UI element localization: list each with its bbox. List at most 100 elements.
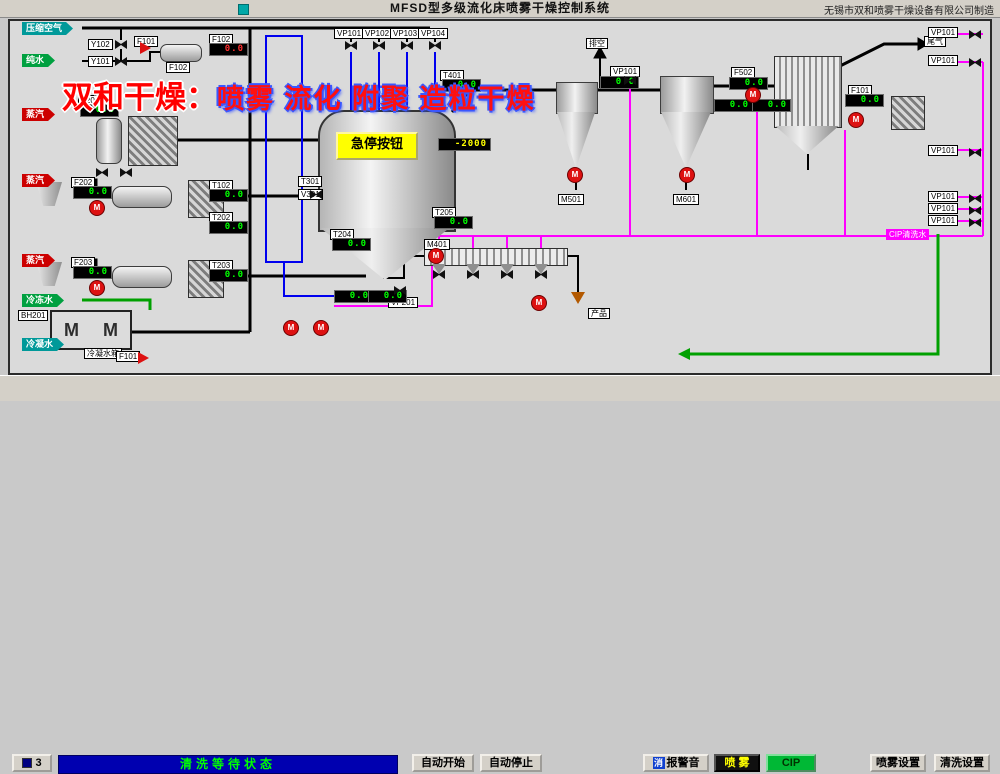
valve-icon[interactable]	[969, 148, 981, 157]
numeric-display: 0.0	[368, 290, 407, 303]
auto-start-button[interactable]: 自动开始	[412, 754, 474, 772]
stream-label: 纯水	[22, 54, 55, 67]
motor-icon[interactable]: M	[567, 167, 583, 183]
bed-hopper-4	[534, 264, 548, 274]
valve-icon[interactable]	[969, 218, 981, 227]
valve-icon[interactable]	[535, 270, 547, 279]
motor-icon[interactable]: M	[679, 167, 695, 183]
numeric-display: 0.0	[209, 43, 248, 56]
motor-icon[interactable]: M	[848, 112, 864, 128]
stream-label: 冷冻水	[22, 294, 64, 307]
numeric-display: 0.0	[80, 104, 119, 117]
title-bar: MFSD型多级流化床喷雾干燥控制系统 无锡市双和喷雾干燥设备有限公司制造	[0, 0, 1000, 18]
fluidizer-3	[112, 266, 172, 288]
tag-label: VP101	[928, 145, 959, 156]
spray-button[interactable]: 喷 雾	[714, 754, 760, 772]
tag-label: M501	[558, 194, 585, 205]
agitator-icon	[64, 321, 79, 339]
valve-icon[interactable]	[96, 168, 108, 177]
numeric-display: 0.0	[209, 269, 248, 282]
tag-label: M601	[673, 194, 700, 205]
valve-icon[interactable]	[969, 206, 981, 215]
motor-icon[interactable]: M	[745, 87, 761, 103]
cip-button[interactable]: CIP	[766, 754, 816, 772]
tag-label: VP101	[928, 203, 959, 214]
alarm-mute-button[interactable]: 消报警音	[643, 754, 709, 772]
page-icon	[22, 758, 33, 769]
tag-label: VP101	[334, 28, 365, 39]
alarm-mute-label: 报警音	[666, 757, 700, 769]
fluidizer-2	[112, 186, 172, 208]
valve-icon[interactable]	[429, 41, 441, 50]
valve-icon[interactable]	[624, 76, 636, 85]
manufacturer-label: 无锡市双和喷雾干燥设备有限公司制造	[824, 6, 994, 17]
motor-icon[interactable]: M	[428, 248, 444, 264]
valve-icon[interactable]	[401, 41, 413, 50]
tag-label: VP101	[928, 191, 959, 202]
speaker-icon: 消	[652, 757, 665, 770]
titlebar-icon	[238, 4, 249, 15]
stream-label: 冷凝水	[22, 338, 64, 351]
fluid-bed	[424, 248, 568, 266]
numeric-display: 0.0	[442, 79, 481, 92]
numeric-display: 0.0	[209, 189, 248, 202]
numeric-display: 0.0	[73, 266, 112, 279]
page-title: MFSD型多级流化床喷雾干燥控制系统	[390, 1, 610, 15]
valve-icon[interactable]	[373, 41, 385, 50]
valve-icon[interactable]	[501, 270, 513, 279]
valve-icon[interactable]	[433, 270, 445, 279]
page-indicator-button[interactable]: 3	[12, 754, 52, 772]
pump-icon	[140, 42, 151, 54]
numeric-display: -2000	[438, 138, 491, 151]
valve-icon[interactable]	[120, 168, 132, 177]
tag-label: VP101	[928, 55, 959, 66]
feed-tank	[160, 44, 202, 62]
numeric-display: 0.0	[209, 221, 248, 234]
motor-icon[interactable]: M	[283, 320, 299, 336]
page-number: 3	[35, 757, 42, 769]
bag-filter	[774, 56, 842, 128]
heat-exchanger-1	[128, 116, 178, 166]
stream-label: 蒸汽	[22, 174, 55, 187]
emergency-stop-button[interactable]: 急停按钮	[336, 132, 418, 160]
tag-label: Y101	[88, 56, 113, 67]
numeric-display: 0.0	[73, 186, 112, 199]
motor-icon[interactable]: M	[531, 295, 547, 311]
cyclone-2-body	[660, 76, 714, 114]
numeric-display: 0.0	[332, 238, 371, 251]
pump-icon	[138, 352, 149, 364]
separator-1	[96, 118, 122, 164]
tag-label: VP101	[928, 215, 959, 226]
stream-label: 蒸汽	[22, 254, 55, 267]
tag-label: VP104	[418, 28, 449, 39]
tag-label: VP102	[362, 28, 393, 39]
valve-icon[interactable]	[345, 41, 357, 50]
tag-label: VP103	[390, 28, 421, 39]
numeric-display: 0.0	[752, 99, 791, 112]
numeric-display: 0.0	[434, 216, 473, 229]
bed-hopper-1	[432, 264, 446, 274]
motor-icon[interactable]: M	[313, 320, 329, 336]
wash-settings-button[interactable]: 清洗设置	[934, 754, 990, 772]
control-bar: 3 清洗等待状态 自动开始 自动停止 消报警音 喷 雾 CIP 喷雾设置 清洗设…	[0, 375, 1000, 774]
stream-label: 蒸汽	[22, 108, 55, 121]
cyclone-1-body	[556, 82, 598, 114]
bed-hopper-3	[500, 264, 514, 274]
motor-icon[interactable]: M	[89, 200, 105, 216]
tag-label: 排空	[586, 38, 608, 49]
stream-label: 压缩空气	[22, 22, 73, 35]
motor-icon[interactable]: M	[89, 280, 105, 296]
tag-label: BH201	[18, 310, 49, 321]
valve-icon[interactable]	[467, 270, 479, 279]
tag-label: 产品	[588, 308, 610, 319]
spray-settings-button[interactable]: 喷雾设置	[870, 754, 926, 772]
tag-label: Y102	[88, 39, 113, 50]
agitator-icon	[103, 321, 118, 339]
auto-stop-button[interactable]: 自动停止	[480, 754, 542, 772]
tag-label: F102	[166, 62, 191, 73]
valve-icon[interactable]	[115, 40, 127, 49]
tag-label: CIP清洗水	[886, 229, 930, 240]
status-text: 清洗等待状态	[179, 757, 276, 771]
valve-icon[interactable]	[969, 194, 981, 203]
tag-label: VP101	[928, 27, 959, 38]
